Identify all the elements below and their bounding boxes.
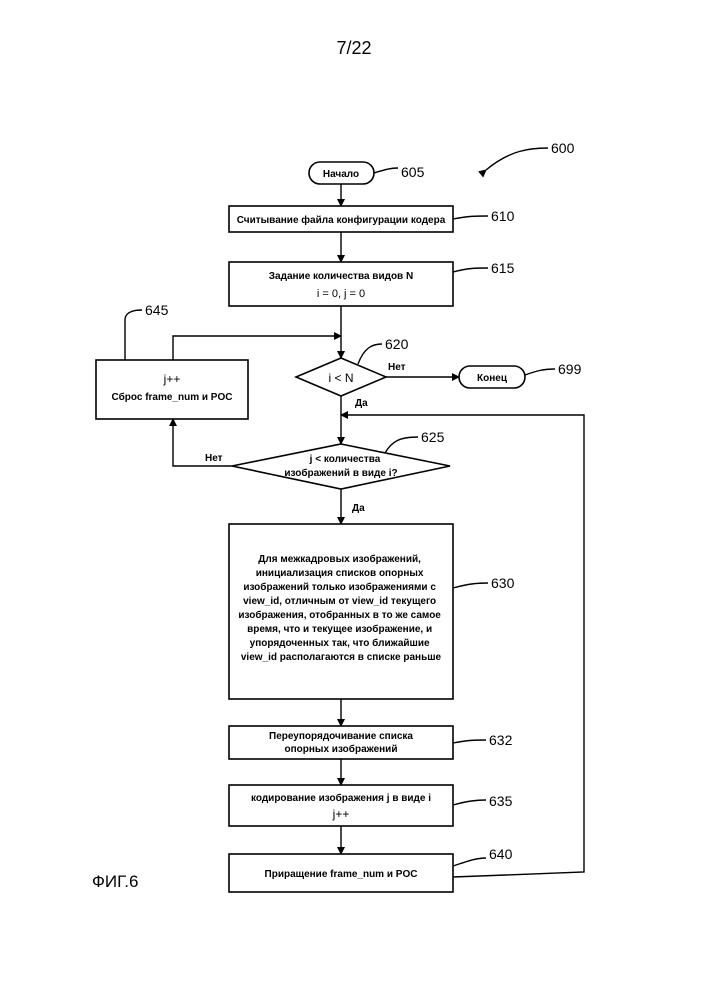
ref-630: 630 — [491, 575, 515, 591]
init-lists-line-4: view_id, отличным от view_id текущего — [243, 596, 436, 607]
ref-620-leader — [358, 344, 382, 364]
ref-600: 600 — [551, 140, 575, 156]
init-lists-line-1: Для межкадровых изображений, — [258, 553, 421, 565]
init-lists-line-6: время, что и текущее изображение, и — [247, 623, 432, 635]
ref-605-leader — [374, 168, 398, 173]
reset-line2: Сброс frame_num и POC — [112, 391, 233, 403]
start-node: Начало — [309, 162, 374, 184]
start-label: Начало — [323, 169, 359, 180]
read-config-label: Считывание файла конфигурации кодера — [237, 214, 446, 226]
no-label-620: Нет — [388, 362, 406, 373]
cond-pictures-line1: j < количества — [309, 454, 381, 465]
ref-610: 610 — [491, 208, 515, 224]
init-lists-box: Для межкадровых изображений, инициализац… — [229, 524, 453, 699]
arrow-625-645 — [173, 419, 232, 466]
encode-line2: j++ — [332, 807, 350, 821]
end-node: Конец — [459, 366, 525, 388]
ref-600-arrow — [486, 148, 548, 170]
init-lists-line-7: упорядоченных так, что ближайшие — [250, 637, 430, 649]
ref-615-leader — [453, 268, 488, 272]
read-config-box: Считывание файла конфигурации кодера — [229, 206, 453, 232]
no-label-625: Нет — [205, 453, 223, 464]
ref-625-leader — [385, 437, 418, 453]
ref-625: 625 — [421, 429, 445, 445]
ref-635-leader — [453, 800, 486, 805]
set-views-line2: i = 0, j = 0 — [317, 288, 365, 300]
ref-615: 615 — [491, 260, 515, 276]
set-views-line1: Задание количества видов N — [269, 271, 413, 282]
set-views-box: Задание количества видов N i = 0, j = 0 — [229, 262, 453, 306]
reorder-box: Переупорядочивание списка опорных изобра… — [229, 726, 453, 759]
arrow-645-loop — [173, 336, 341, 360]
reset-box: j++ Сброс frame_num и POC — [96, 360, 248, 419]
ref-632-leader — [453, 740, 486, 743]
reorder-line2: опорных изображений — [285, 743, 398, 755]
cond-pictures-diamond: j < количества изображений в виде i? — [232, 444, 450, 489]
init-lists-line-2: инициализация списков опорных — [256, 568, 424, 579]
ref-640: 640 — [489, 846, 513, 862]
init-lists-line-3: изображений только изображениями с — [243, 581, 436, 593]
ref-632: 632 — [489, 732, 513, 748]
ref-645: 645 — [145, 302, 169, 318]
cond-views-label: i < N — [328, 371, 353, 385]
end-label: Конец — [477, 373, 508, 384]
encode-box: кодирование изображения j в виде i j++ — [229, 785, 453, 826]
ref-699: 699 — [558, 361, 582, 377]
ref-605: 605 — [401, 164, 425, 180]
cond-views-diamond: i < N — [296, 358, 386, 396]
yes-label-625: Да — [352, 503, 365, 514]
encode-line1: кодирование изображения j в виде i — [251, 792, 431, 804]
increment-box: Приращение frame_num и POC — [229, 854, 453, 892]
yes-label-620: Да — [355, 398, 368, 409]
init-lists-line-8: view_id располагаются в списке раньше — [241, 652, 442, 663]
ref-610-leader — [453, 216, 488, 219]
ref-630-leader — [453, 583, 488, 588]
init-lists-line-5: изображения, отобранных в то же самое — [238, 609, 441, 621]
cond-pictures-line2: изображений в виде i? — [284, 467, 397, 479]
reorder-line1: Переупорядочивание списка — [269, 731, 413, 742]
ref-645-leader — [125, 310, 142, 360]
reset-line1: j++ — [163, 372, 181, 386]
ref-640-leader — [453, 858, 486, 866]
ref-635: 635 — [489, 793, 513, 809]
ref-699-leader — [525, 369, 555, 375]
ref-620: 620 — [385, 336, 409, 352]
increment-label: Приращение frame_num и POC — [265, 869, 418, 880]
